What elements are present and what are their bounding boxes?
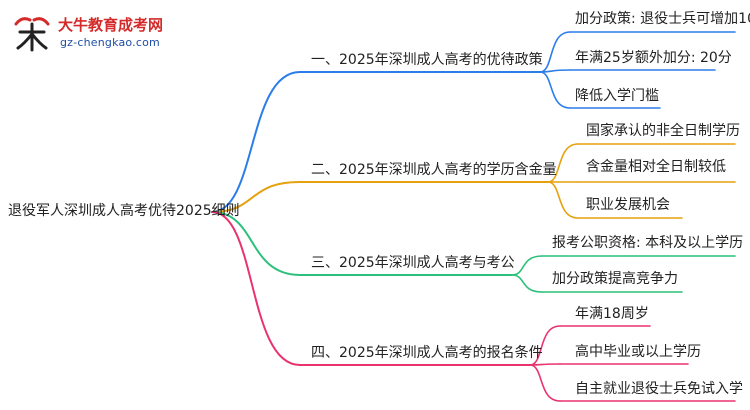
leaf-2-1-connector: [547, 143, 579, 183]
leaf-1-1-connector: [539, 31, 571, 73]
leaf-4-1-connector: [529, 325, 561, 366]
leaf-4-3-connector: [529, 364, 561, 402]
branch-2-connector: [211, 181, 301, 213]
leaf-3-2-label: 加分政策提高竞争力: [552, 271, 678, 287]
leaf-3-2-connector: [511, 274, 543, 293]
branch-1-connector: [211, 71, 301, 213]
leaf-4-3-label: 自主就业退役士兵免试入学: [575, 381, 743, 397]
leaf-3-1-connector: [511, 255, 543, 276]
logo-url: gz-chengkao.com: [60, 36, 160, 49]
leaf-2-3-label: 职业发展机会: [586, 197, 670, 213]
leaf-1-2-label: 年满25岁额外加分: 20分: [575, 50, 732, 66]
branch-4-connector: [211, 211, 301, 366]
leaf-1-3-label: 降低入学门槛: [575, 88, 659, 104]
branch-4-label: 四、2025年深圳成人高考的报名条件: [311, 345, 543, 361]
leaf-2-2-label: 含金量相对全日制较低: [586, 159, 726, 175]
leaf-4-1-label: 年满18周岁: [575, 306, 649, 322]
leaf-2-1-label: 国家承认的非全日制学历: [586, 123, 740, 139]
branch-3-connector: [211, 211, 301, 276]
leaf-2-3-connector: [547, 181, 579, 219]
leaf-3-1-label: 报考公职资格: 本科及以上学历: [552, 235, 744, 251]
branch-3-label: 三、2025年深圳成人高考与考公: [311, 255, 515, 271]
leaf-4-2-label: 高中毕业或以上学历: [575, 344, 701, 360]
bull-logo-icon: [14, 17, 50, 52]
site-logo[interactable]: 大牛教育成考网 gz-chengkao.com: [10, 10, 180, 56]
branch-1-label: 一、2025年深圳成人高考的优待政策: [311, 52, 543, 68]
logo-title: 大牛教育成考网: [58, 16, 164, 34]
leaf-1-3-connector: [539, 71, 571, 109]
root-node-label: 退役军人深圳成人高考优待2025细则: [8, 203, 240, 219]
leaf-1-1-label: 加分政策: 退役士兵可增加10分: [575, 11, 750, 27]
leaf-4-2-connector: [529, 363, 561, 366]
branch-2-label: 二、2025年深圳成人高考的学历含金量: [311, 162, 557, 178]
